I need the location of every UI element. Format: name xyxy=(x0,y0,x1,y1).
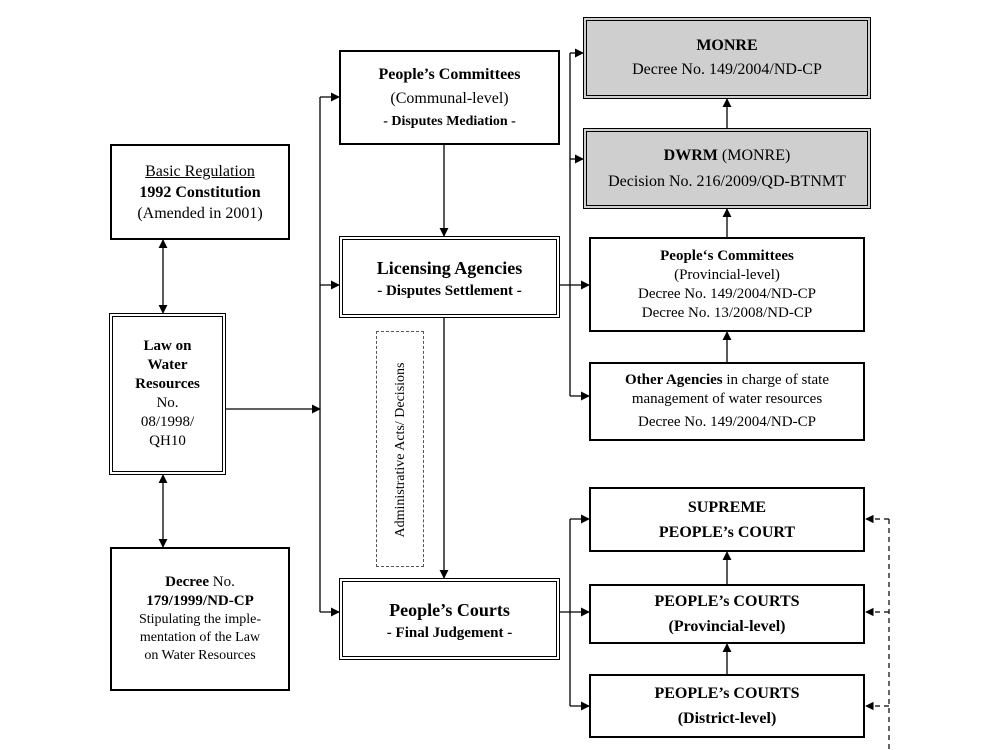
dwrm-title: DWRM (MONRE) xyxy=(664,143,791,169)
other-agencies-box: Other Agencies in charge of state manage… xyxy=(589,362,865,441)
decree-179-number: 179/1999/ND-CP xyxy=(146,593,254,609)
provincial-committees-decree1: Decree No. 149/2004/ND-CP xyxy=(638,285,816,302)
provincial-courts-title: PEOPLE’s COURTS xyxy=(654,593,800,610)
law-line5: 08/1998/ xyxy=(140,414,195,430)
law-line1: Law on xyxy=(143,338,192,354)
other-agencies-line2: management of water resources xyxy=(631,391,823,407)
law-line3: Resources xyxy=(135,376,200,392)
peoples-courts-box: People’s Courts - Final Judgement - xyxy=(339,578,560,660)
communal-committees-title: People’s Committees xyxy=(378,65,521,83)
licensing-agencies-role: - Disputes Settlement - xyxy=(377,282,522,299)
district-courts-level: (District-level) xyxy=(677,710,777,727)
decree-179-line1: Decree No. xyxy=(165,573,235,592)
peoples-courts-role: - Final Judgement - xyxy=(386,624,513,641)
other-agencies-title-rest: in charge of state xyxy=(722,372,829,388)
dwrm-box: DWRM (MONRE) Decision No. 216/2009/QD-BT… xyxy=(583,128,871,209)
decree-179-no: No. xyxy=(209,574,235,590)
communal-committees-box: People’s Committees (Communal-level) - D… xyxy=(339,50,560,145)
provincial-courts-level: (Provincial-level) xyxy=(668,618,786,635)
monre-decree: Decree No. 149/2004/ND-CP xyxy=(632,61,822,78)
constitution-title: 1992 Constitution xyxy=(139,183,261,201)
dwrm-title-rest: (MONRE) xyxy=(717,146,791,164)
decree-179-label: Decree xyxy=(165,574,209,590)
decree-179-desc3: on Water Resources xyxy=(144,648,256,663)
district-courts-title: PEOPLE’s COURTS xyxy=(654,685,800,702)
supreme-court-line1: SUPREME xyxy=(687,498,767,516)
supreme-court-line2: PEOPLE’s COURT xyxy=(658,523,796,541)
decree-179-box: Decree No. 179/1999/ND-CP Stipulating th… xyxy=(110,547,290,691)
constitution-note: (Amended in 2001) xyxy=(137,204,263,222)
basic-regulation-box: Basic Regulation 1992 Constitution (Amen… xyxy=(110,144,290,240)
law-line6: QH10 xyxy=(149,433,186,449)
provincial-committees-decree2: Decree No. 13/2008/ND-CP xyxy=(641,304,813,321)
law-line2: Water xyxy=(147,357,188,373)
law-box: Law on Water Resources No. 08/1998/ QH10 xyxy=(109,313,226,475)
provincial-committees-title: People‘s Committees xyxy=(660,247,794,264)
communal-committees-role: - Disputes Mediation - xyxy=(383,113,516,129)
communal-committees-level: (Communal-level) xyxy=(390,89,509,107)
administrative-acts-label: Administrative Acts/ Decisions xyxy=(393,362,408,538)
provincial-committees-box: People‘s Committees (Provincial-level) D… xyxy=(589,237,865,332)
monre-box: MONRE Decree No. 149/2004/ND-CP xyxy=(583,17,871,99)
provincial-courts-box: PEOPLE’s COURTS (Provincial-level) xyxy=(589,584,865,644)
law-line4: No. xyxy=(156,395,179,411)
dwrm-title-bold: DWRM xyxy=(663,146,718,164)
basic-regulation-heading: Basic Regulation xyxy=(145,162,255,180)
other-agencies-title-bold: Other Agencies xyxy=(625,372,723,388)
monre-title: MONRE xyxy=(696,37,758,54)
dwrm-decision: Decision No. 216/2009/QD-BTNMT xyxy=(608,172,846,190)
licensing-agencies-box: Licensing Agencies - Disputes Settlement… xyxy=(339,236,560,318)
decree-179-desc2: mentation of the Law xyxy=(139,630,261,645)
supreme-court-box: SUPREME PEOPLE’s COURT xyxy=(589,487,865,552)
other-agencies-decree: Decree No. 149/2004/ND-CP xyxy=(638,414,816,430)
peoples-courts-title: People’s Courts xyxy=(389,599,510,620)
licensing-agencies-title: Licensing Agencies xyxy=(376,257,523,278)
provincial-committees-level: (Provincial-level) xyxy=(674,266,780,283)
other-agencies-title: Other Agencies in charge of state xyxy=(625,371,829,390)
district-courts-box: PEOPLE’s COURTS (District-level) xyxy=(589,674,865,738)
administrative-acts-label-box: Administrative Acts/ Decisions xyxy=(376,331,424,567)
decree-179-desc1: Stipulating the imple- xyxy=(138,612,262,627)
